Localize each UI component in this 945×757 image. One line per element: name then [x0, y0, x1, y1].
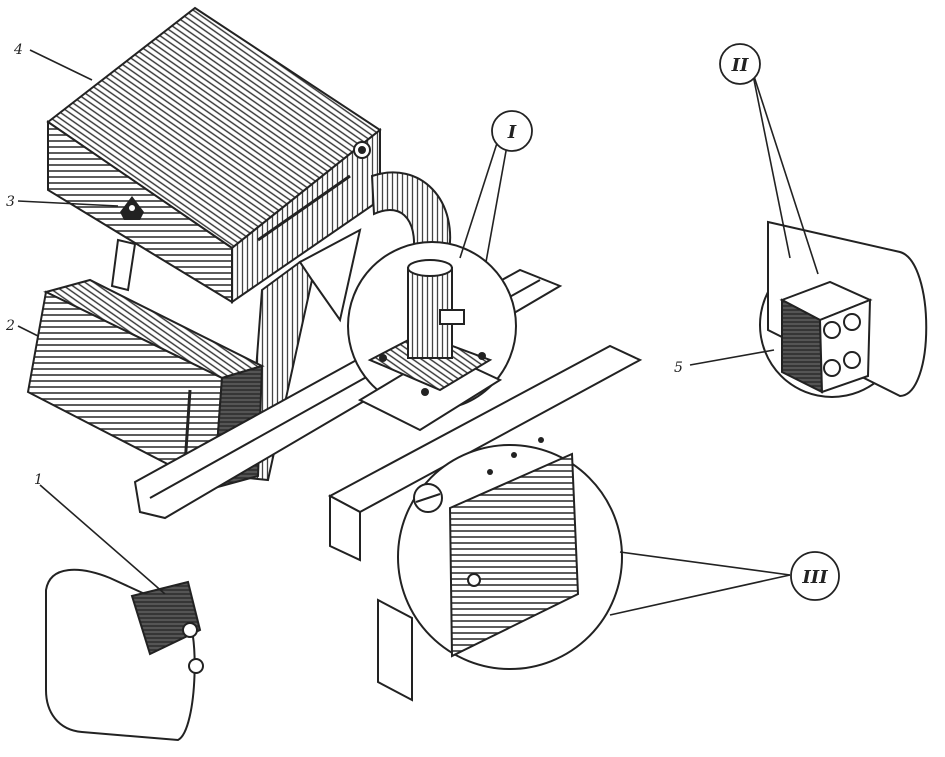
lock-icon — [120, 196, 144, 220]
marker-lamp-unit — [45, 568, 204, 742]
detail-circle-II — [759, 220, 928, 398]
callout-1: 1 — [34, 472, 43, 488]
callout-5: 5 — [674, 360, 683, 376]
detail-circle-III — [397, 437, 623, 670]
svg-text:II: II — [731, 55, 749, 76]
detail-marker-III: III — [790, 551, 840, 601]
callout-2: 2 — [5, 318, 15, 334]
detail-circle-I — [347, 241, 517, 432]
detail-marker-II: II — [719, 43, 761, 85]
callout-4: 4 — [13, 42, 23, 58]
svg-text:I: I — [507, 122, 517, 143]
leader-lines — [17, 49, 819, 616]
svg-text:III: III — [801, 567, 828, 588]
detail-marker-I: I — [491, 110, 533, 152]
callout-3: 3 — [6, 194, 15, 210]
